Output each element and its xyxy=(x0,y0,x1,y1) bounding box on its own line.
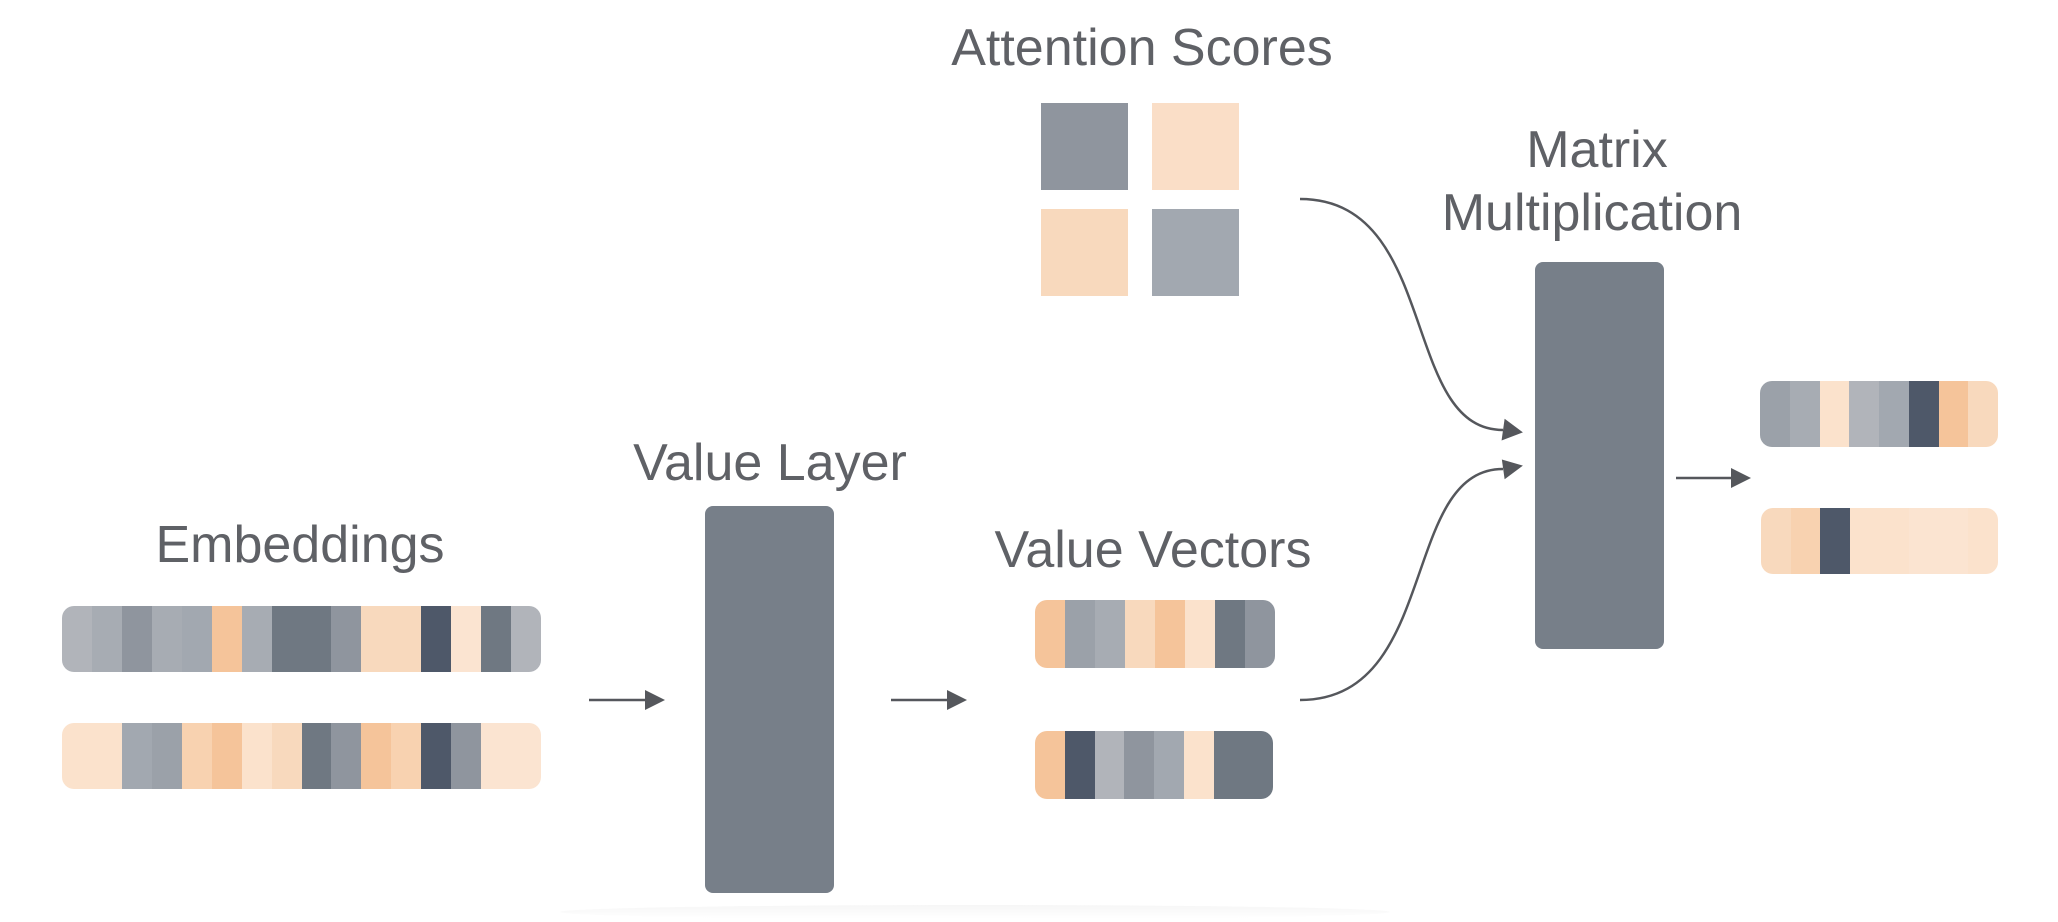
vector-cell xyxy=(301,723,332,789)
vector-cell xyxy=(1938,381,1969,447)
attention-score-cell-1 xyxy=(1041,103,1128,190)
arrow-value-layer-to-value-vectors xyxy=(891,690,967,710)
matrix-multiplication-block xyxy=(1535,262,1664,649)
vector-cell xyxy=(1938,508,1969,574)
vector-cell xyxy=(1064,731,1095,799)
vector-cell xyxy=(1909,508,1939,574)
ground-shadow xyxy=(560,905,1390,919)
attention-score-cell-2 xyxy=(1152,103,1239,190)
vector-cell xyxy=(1968,508,1998,574)
vector-cell xyxy=(451,723,482,789)
vector-cell xyxy=(361,606,392,672)
value-vector-2 xyxy=(1035,731,1273,799)
vector-cell xyxy=(1094,731,1125,799)
vector-cell xyxy=(451,606,482,672)
vector-cell xyxy=(241,723,272,789)
vector-cell xyxy=(1154,731,1184,799)
vector-cell xyxy=(241,606,272,672)
vector-cell xyxy=(1820,508,1850,574)
value-vectors-label: Value Vectors xyxy=(994,521,1312,579)
vector-cell xyxy=(331,606,362,672)
vector-cell xyxy=(1035,731,1065,799)
vector-cell xyxy=(421,606,452,672)
attention-score-cell-4 xyxy=(1152,209,1239,296)
vector-cell xyxy=(1155,600,1185,668)
output-vector-1 xyxy=(1760,381,1998,447)
vector-cell xyxy=(1908,381,1939,447)
vector-cell xyxy=(511,606,541,672)
vector-cell xyxy=(151,606,182,672)
arrow-embeddings-to-value-layer xyxy=(589,690,665,710)
vector-cell xyxy=(421,723,452,789)
vector-cell xyxy=(121,723,152,789)
vector-cell xyxy=(301,606,332,672)
vector-cell xyxy=(1124,731,1154,799)
vector-cell xyxy=(271,723,302,789)
vector-cell xyxy=(1849,381,1879,447)
attention-score-cell-3 xyxy=(1041,209,1128,296)
arrow-value-vectors-to-matrix-mult xyxy=(1299,459,1523,702)
vector-cell xyxy=(391,606,422,672)
vector-cell xyxy=(211,606,242,672)
vector-cell xyxy=(1125,600,1155,668)
vector-cell xyxy=(271,606,302,672)
vector-cell xyxy=(211,723,242,789)
vector-cell xyxy=(181,606,212,672)
vector-cell xyxy=(481,606,512,672)
vector-cell xyxy=(91,606,122,672)
embedding-vector-2 xyxy=(62,723,541,789)
vector-cell xyxy=(1879,508,1910,574)
embeddings-label: Embeddings xyxy=(155,516,445,574)
vector-cell xyxy=(181,723,212,789)
vector-cell xyxy=(1215,600,1245,668)
vector-cell xyxy=(1183,731,1214,799)
vector-cell xyxy=(1879,381,1909,447)
value-layer-block xyxy=(705,506,834,893)
vector-cell xyxy=(1790,508,1821,574)
embedding-vector-1 xyxy=(62,606,541,672)
vector-cell xyxy=(1035,600,1065,668)
vector-cell xyxy=(1789,381,1820,447)
value-vector-1 xyxy=(1035,600,1275,668)
vector-cell xyxy=(511,723,541,789)
matrix-multiplication-label-line2: Multiplication xyxy=(1441,184,1743,242)
vector-cell xyxy=(1243,731,1273,799)
vector-cell xyxy=(62,606,92,672)
vector-cell xyxy=(1760,381,1790,447)
vector-cell xyxy=(1095,600,1125,668)
vector-cell xyxy=(1213,731,1244,799)
vector-cell xyxy=(1849,508,1880,574)
vector-cell xyxy=(1968,381,1998,447)
vector-cell xyxy=(91,723,122,789)
vector-cell xyxy=(481,723,512,789)
vector-cell xyxy=(1065,600,1095,668)
vector-cell xyxy=(1245,600,1275,668)
vector-cell xyxy=(121,606,152,672)
attention-scores-label: Attention Scores xyxy=(951,19,1333,77)
vector-cell xyxy=(1185,600,1215,668)
vector-cell xyxy=(1761,508,1791,574)
arrow-matrix-mult-to-output xyxy=(1676,468,1751,488)
matrix-multiplication-label-line1: Matrix xyxy=(1526,121,1668,179)
vector-cell xyxy=(151,723,182,789)
vector-cell xyxy=(361,723,392,789)
value-layer-label: Value Layer xyxy=(633,434,907,492)
vector-cell xyxy=(331,723,362,789)
vector-cell xyxy=(1819,381,1850,447)
vector-cell xyxy=(391,723,422,789)
vector-cell xyxy=(62,723,92,789)
output-vector-2 xyxy=(1761,508,1998,574)
